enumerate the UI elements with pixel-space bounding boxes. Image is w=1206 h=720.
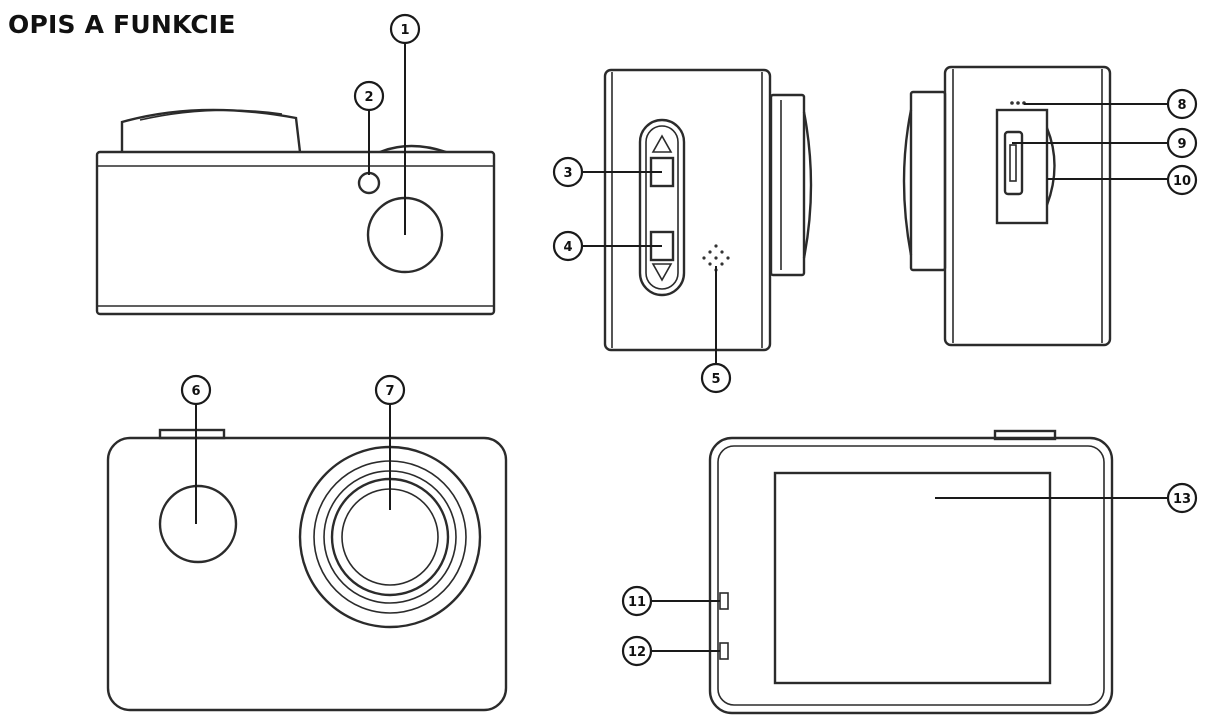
callout-8: 8 bbox=[1166, 88, 1198, 120]
svg-text:11: 11 bbox=[628, 595, 646, 610]
callout-9: 9 bbox=[1166, 127, 1198, 159]
camera-side-view-buttons bbox=[603, 68, 813, 352]
usb-port bbox=[1003, 130, 1024, 196]
callout-10: 10 bbox=[1166, 164, 1198, 196]
callouts: 1 2 3 4 5 6 7 8 9 10 11 12 13 bbox=[180, 13, 1198, 667]
camera-back-view bbox=[708, 429, 1114, 715]
callout-1: 1 bbox=[389, 13, 421, 45]
svg-text:12: 12 bbox=[628, 645, 646, 660]
callout-13: 13 bbox=[1166, 482, 1198, 514]
lcd-screen bbox=[773, 471, 1052, 685]
speaker-grille bbox=[702, 244, 730, 272]
svg-text:1: 1 bbox=[400, 23, 409, 38]
svg-text:9: 9 bbox=[1177, 137, 1186, 152]
camera-top-view bbox=[95, 108, 496, 316]
svg-text:7: 7 bbox=[385, 384, 394, 399]
card-slot-cover bbox=[995, 108, 1049, 225]
callout-3: 3 bbox=[552, 156, 584, 188]
callout-2: 2 bbox=[353, 80, 385, 112]
status-light-1 bbox=[719, 592, 729, 610]
page-title: OPIS A FUNKCIE bbox=[8, 10, 236, 39]
svg-text:2: 2 bbox=[364, 90, 373, 105]
status-light-2 bbox=[719, 642, 729, 660]
svg-text:4: 4 bbox=[563, 240, 572, 255]
callout-12: 12 bbox=[621, 635, 653, 667]
svg-text:3: 3 bbox=[563, 166, 572, 181]
svg-text:10: 10 bbox=[1173, 174, 1191, 189]
svg-text:8: 8 bbox=[1177, 98, 1186, 113]
callout-4: 4 bbox=[552, 230, 584, 262]
svg-text:5: 5 bbox=[711, 372, 720, 387]
camera-front-view bbox=[106, 428, 508, 712]
camera-side-view-ports bbox=[902, 65, 1112, 347]
front-button bbox=[158, 484, 238, 564]
callout-6: 6 bbox=[180, 374, 212, 406]
indicator-light bbox=[357, 171, 381, 195]
microphone-holes bbox=[1010, 101, 1026, 105]
svg-text:13: 13 bbox=[1173, 492, 1191, 507]
svg-text:6: 6 bbox=[191, 384, 200, 399]
callout-5: 5 bbox=[700, 362, 732, 394]
callout-11: 11 bbox=[621, 585, 653, 617]
callout-7: 7 bbox=[374, 374, 406, 406]
